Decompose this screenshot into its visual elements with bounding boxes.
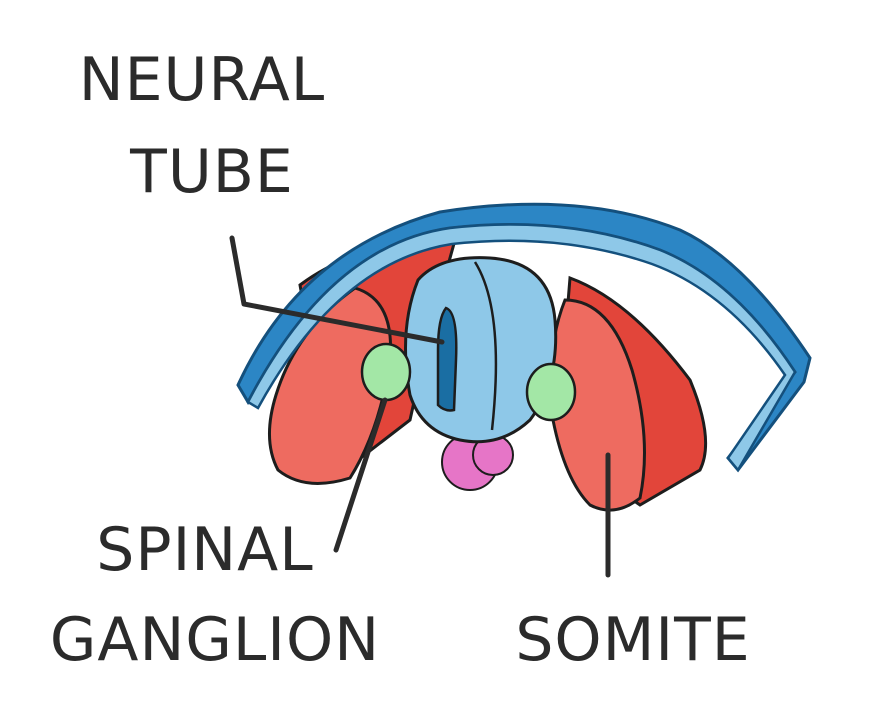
neural-tube-leader-line [229, 235, 445, 345]
neural-tube-label-line-1: NEURAL [79, 45, 325, 115]
neural-tube-label-line-2: TUBE [129, 137, 294, 207]
somite-label: SOMITE [515, 605, 750, 675]
right-spinal-ganglion [525, 362, 577, 422]
spinal-ganglion-label: SPINAL GANGLION [50, 515, 380, 675]
spinal-ganglion-leader-line [333, 397, 388, 553]
ectoderm-inner-edge [246, 223, 797, 473]
neural-tube-fold [473, 261, 498, 431]
neural-canal [436, 306, 458, 412]
spinal-ganglion-label-line-2: GANGLION [50, 605, 380, 675]
neural-tube [404, 256, 558, 444]
left-spinal-ganglion [360, 342, 412, 402]
spinal-ganglion-label-line-1: SPINAL [96, 515, 313, 585]
neural-tube-label: NEURAL TUBE [79, 45, 346, 207]
